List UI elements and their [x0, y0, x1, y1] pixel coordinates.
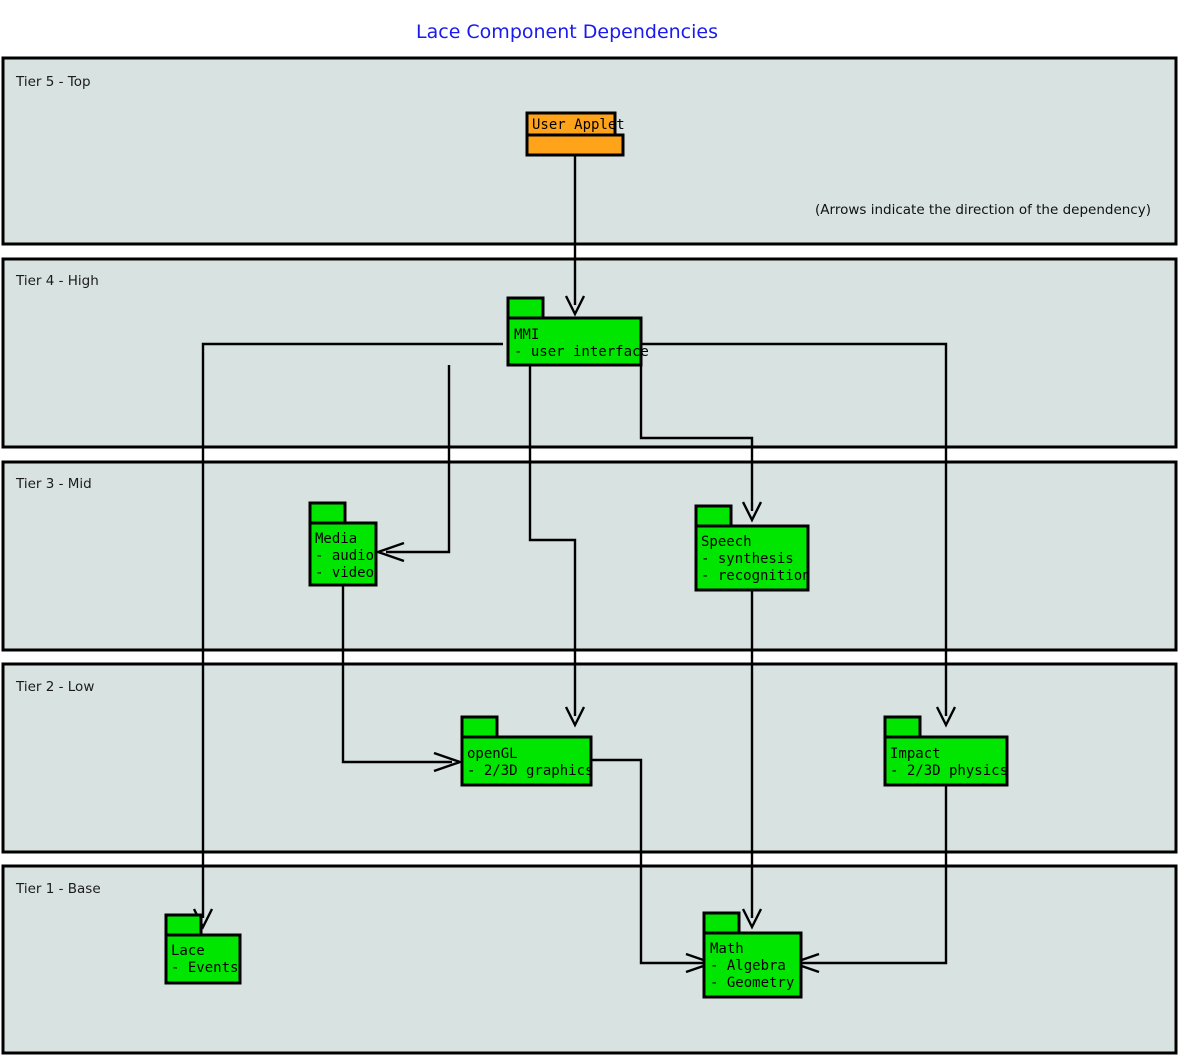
math-tab: [702, 911, 741, 935]
arrowhead-opengl-top: [564, 706, 586, 728]
package-mmi[interactable]: MMI - user interface: [506, 296, 649, 367]
package-lace[interactable]: Lace - Events: [164, 913, 242, 985]
package-impact[interactable]: Impact - 2/3D physics: [883, 715, 1009, 787]
user-applet-name: User Applet: [532, 117, 625, 133]
speech-item-1: - recognition: [701, 568, 811, 584]
tier-band-tier3: Tier 3 - Mid: [1, 460, 1178, 652]
opengl-item-0: - 2/3D graphics: [467, 763, 593, 779]
user-applet-body: [525, 133, 625, 157]
connector-mmi-to-media: [386, 365, 451, 554]
tier4-label: Tier 4 - High: [15, 273, 99, 289]
dependency-connectors: [192, 155, 957, 974]
tier5-label: Tier 5 - Top: [15, 74, 91, 90]
math-name: Math: [710, 941, 744, 957]
package-media[interactable]: Media - audio - video: [308, 501, 378, 587]
impact-body: [883, 735, 1009, 787]
speech-body: [694, 524, 810, 592]
arrowhead-media-right: [374, 541, 405, 563]
connector-impact-to-math: [801, 785, 948, 965]
media-tab: [308, 501, 347, 525]
arrowhead-impact-top: [935, 706, 957, 728]
lace-item-0: - Events: [171, 960, 238, 976]
package-math[interactable]: Math - Algebra - Geometry: [702, 911, 803, 999]
opengl-name: openGL: [467, 746, 518, 762]
package-user-applet[interactable]: User Applet: [525, 111, 625, 157]
package-speech[interactable]: Speech - synthesis - recognition: [694, 504, 811, 592]
lace-body: [164, 933, 242, 985]
impact-name: Impact: [890, 746, 941, 762]
tier2-label: Tier 2 - Low: [15, 679, 94, 695]
arrowhead-opengl-left: [433, 751, 464, 773]
connector-mmi-to-impact: [641, 342, 948, 716]
media-name: Media: [315, 531, 357, 547]
connector-mmi-to-lace: [201, 342, 503, 918]
impact-tab: [883, 715, 922, 739]
impact-item-0: - 2/3D physics: [890, 763, 1008, 779]
connector-opengl-to-math: [591, 758, 704, 965]
mmi-body: [506, 316, 643, 367]
speech-item-0: - synthesis: [701, 551, 794, 567]
media-item-1: - video: [315, 565, 374, 581]
mmi-tab: [506, 296, 545, 320]
opengl-body: [460, 735, 593, 787]
speech-tab: [694, 504, 733, 528]
arrows-note: (Arrows indicate the direction of the de…: [815, 202, 1151, 218]
mmi-item-0: - user interface: [514, 344, 649, 360]
lace-name: Lace: [171, 943, 205, 959]
arrowhead-math-top: [741, 908, 763, 930]
math-item-1: - Geometry: [710, 975, 794, 991]
arrowhead-mmi-top: [564, 295, 586, 317]
package-opengl[interactable]: openGL - 2/3D graphics: [460, 715, 593, 787]
mmi-name: MMI: [514, 327, 539, 343]
lace-tab: [164, 913, 203, 937]
connector-media-to-opengl: [341, 585, 452, 764]
tier3-label: Tier 3 - Mid: [15, 476, 92, 492]
media-body: [308, 521, 378, 587]
math-item-0: - Algebra: [710, 958, 786, 974]
tier3-rect: [1, 460, 1178, 652]
connector-mmi-to-opengl: [528, 365, 577, 716]
speech-name: Speech: [701, 534, 752, 550]
arrowhead-speech-top: [741, 501, 763, 523]
math-body: [702, 931, 803, 999]
media-item-0: - audio: [315, 548, 374, 564]
page-title: Lace Component Dependencies: [416, 21, 718, 43]
tier1-label: Tier 1 - Base: [15, 881, 101, 897]
connector-mmi-to-speech: [639, 365, 754, 511]
opengl-tab: [460, 715, 499, 739]
